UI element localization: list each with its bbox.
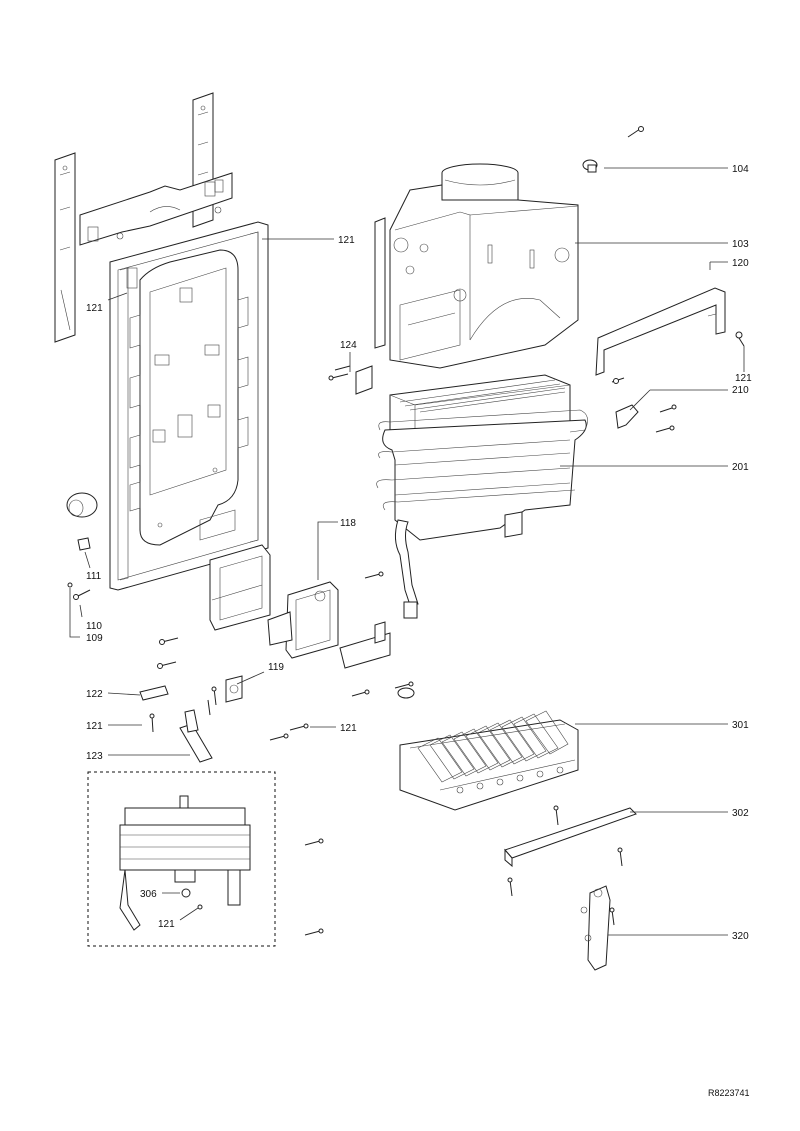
injector-rail-302 bbox=[504, 805, 637, 897]
flue-hood bbox=[374, 163, 579, 369]
label-104: 104 bbox=[732, 164, 749, 175]
label-306: 306 bbox=[140, 889, 157, 900]
label-118: 118 bbox=[340, 518, 356, 529]
label-302: 302 bbox=[732, 808, 749, 819]
label-210: 210 bbox=[732, 385, 749, 396]
lower-bracket bbox=[339, 621, 415, 699]
loose-screws bbox=[304, 838, 324, 936]
leader-lines bbox=[69, 167, 745, 936]
back-frame bbox=[109, 221, 269, 591]
label-122: 122 bbox=[86, 689, 103, 700]
label-121-frame: 121 bbox=[86, 303, 103, 314]
label-121-left: 121 bbox=[86, 721, 103, 732]
drawing-number: R8223741 bbox=[708, 1088, 750, 1098]
clip-210 bbox=[611, 377, 677, 433]
burner-fins bbox=[417, 710, 569, 783]
label-110: 110 bbox=[86, 621, 102, 632]
label-121-center: 121 bbox=[340, 723, 357, 734]
label-201: 201 bbox=[732, 462, 749, 473]
label-301: 301 bbox=[732, 720, 749, 731]
screw-104 bbox=[582, 126, 644, 173]
small-parts-left bbox=[66, 492, 98, 600]
label-121-inset: 121 bbox=[158, 919, 175, 930]
gas-valve-320 bbox=[580, 885, 615, 971]
label-124: 124 bbox=[340, 340, 357, 351]
label-320: 320 bbox=[732, 931, 749, 942]
control-unit-118 bbox=[209, 544, 384, 659]
bracket-bar-120 bbox=[595, 287, 745, 376]
inset-alternative-exchanger bbox=[87, 771, 276, 947]
label-103: 103 bbox=[732, 239, 749, 250]
heat-exchanger bbox=[376, 374, 588, 619]
bracket-124 bbox=[328, 365, 373, 395]
label-109: 109 bbox=[86, 633, 103, 644]
label-119: 119 bbox=[268, 662, 284, 673]
label-121-right: 121 bbox=[735, 373, 752, 384]
label-111: 111 bbox=[86, 571, 102, 582]
part-labels: 104 103 120 121 121 121 124 210 201 118 … bbox=[86, 164, 752, 1098]
label-121-top: 121 bbox=[338, 235, 355, 246]
small-parts-center bbox=[139, 637, 309, 763]
mounting-bracket bbox=[79, 172, 233, 246]
label-123: 123 bbox=[86, 751, 103, 762]
burner-301 bbox=[399, 710, 579, 811]
label-120: 120 bbox=[732, 258, 749, 269]
